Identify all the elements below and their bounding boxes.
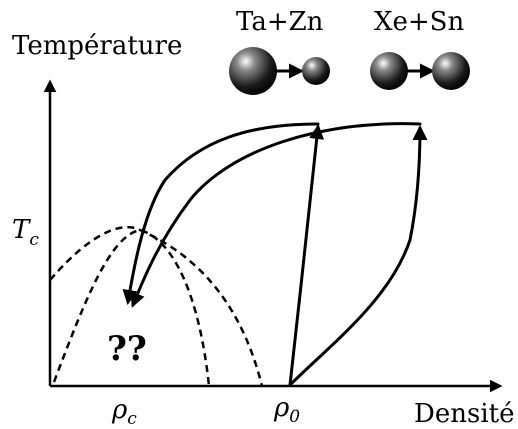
trajectory-ta-zn-expansion <box>128 124 318 302</box>
pair-xe-sn-label: Xe+Sn <box>374 7 464 37</box>
zn-target-sphere-icon <box>302 57 330 85</box>
rho-c-label: ρc <box>111 395 137 429</box>
xe-projectile-sphere-icon <box>370 52 408 90</box>
x-axis-label: Densité <box>414 399 514 429</box>
trajectory-xe-sn-expansion <box>133 124 420 305</box>
trajectory-xe-sn-compression <box>290 128 420 385</box>
trajectory-ta-zn-compression <box>290 127 318 385</box>
unknown-region-label: ?? <box>107 329 147 369</box>
collision-pairs-legend: Ta+Zn Xe+Sn <box>229 7 470 95</box>
y-axis-label: Température <box>12 31 182 61</box>
rho-0-label: ρ0 <box>273 393 300 427</box>
sn-target-sphere-icon <box>432 52 470 90</box>
pair-ta-zn-label: Ta+Zn <box>236 7 324 37</box>
ta-projectile-sphere-icon <box>229 47 277 95</box>
tc-label: Tc <box>12 215 39 250</box>
